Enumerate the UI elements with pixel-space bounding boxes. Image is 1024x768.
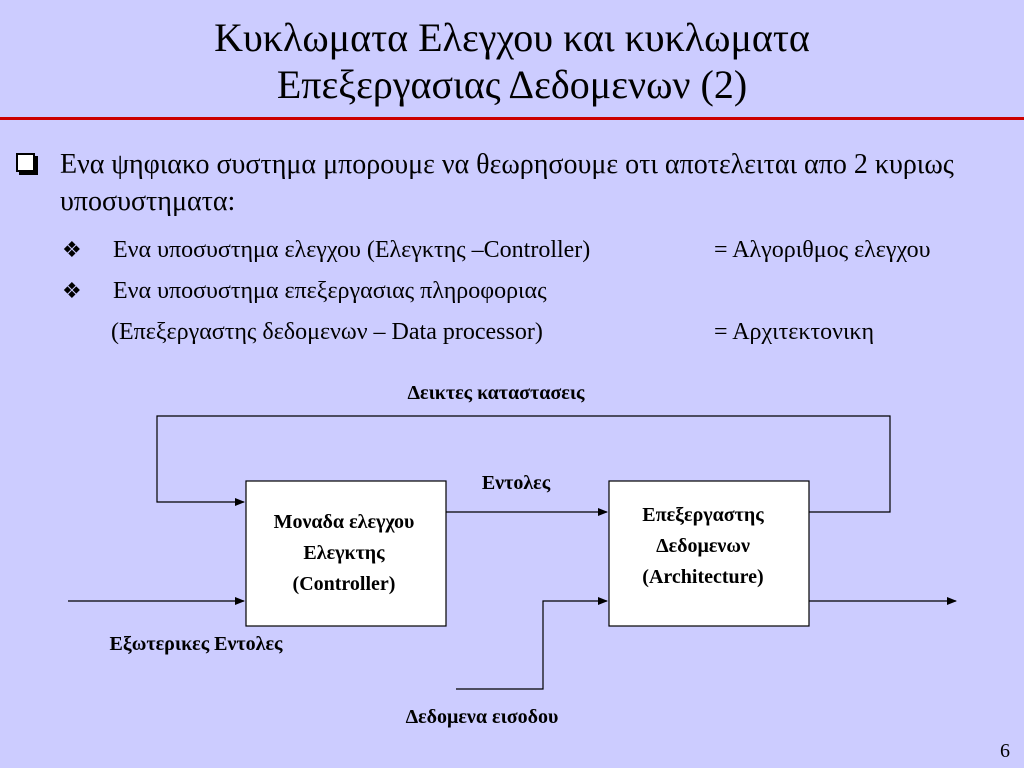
- processor-box: [608, 480, 810, 627]
- input-data-label: Δεδομενα εισοδου: [406, 706, 559, 728]
- processor-line-3: (Architecture): [642, 566, 763, 588]
- controller-line-3: (Controller): [293, 573, 396, 595]
- controller-line-2: Ελεγκτης: [303, 542, 385, 564]
- sub-bullet-1-equals: = Αλγοριθμος ελεγχου: [714, 237, 931, 263]
- title-divider: [0, 117, 1024, 120]
- input-data-arrow: [456, 597, 608, 690]
- title-line-2: Επεξεργασιας Δεδομενων (2): [276, 62, 748, 107]
- sub-bullet-2: Ενα υποσυστημα επεξεργασιας πληροφοριας: [113, 278, 547, 304]
- sub-bullet-1: Ενα υποσυστημα ελεγχου (Ελεγκτης –Contro…: [113, 237, 591, 263]
- sub-bullet-2-continuation: (Επεξεργαστης δεδομενων – Data processor…: [111, 319, 543, 345]
- controller-box: [245, 480, 447, 627]
- processor-line-2: Δεδομενων: [656, 535, 750, 557]
- title-line-1: Κυκλωματα Ελεγχου και κυκλωματα: [214, 15, 810, 60]
- sub-bullet-2-equals: = Αρχιτεκτονικη: [714, 319, 875, 345]
- processor-line-1: Επεξεργαστης: [642, 504, 764, 526]
- checkbox-bullet-icon: [16, 153, 35, 172]
- commands-label: Εντολες: [482, 472, 551, 494]
- page-number: 6: [1000, 740, 1010, 762]
- controller-line-1: Μοναδα ελεγχου: [274, 511, 415, 533]
- bullet-main: Ενα ψηφιακο συστημα μπορουμε να θεωρησου…: [60, 149, 954, 217]
- diamond-bullet-icon: ❖: [62, 237, 82, 262]
- status-feedback-arrow: [156, 415, 891, 513]
- slide-title: Κυκλωματα Ελεγχου και κυκλωματα Επεξεργα…: [0, 14, 1024, 108]
- diamond-bullet-icon: ❖: [62, 278, 82, 303]
- external-commands-label: Εξωτερικες Εντολες: [110, 633, 283, 655]
- status-label: Δεικτες καταστασεις: [408, 382, 586, 404]
